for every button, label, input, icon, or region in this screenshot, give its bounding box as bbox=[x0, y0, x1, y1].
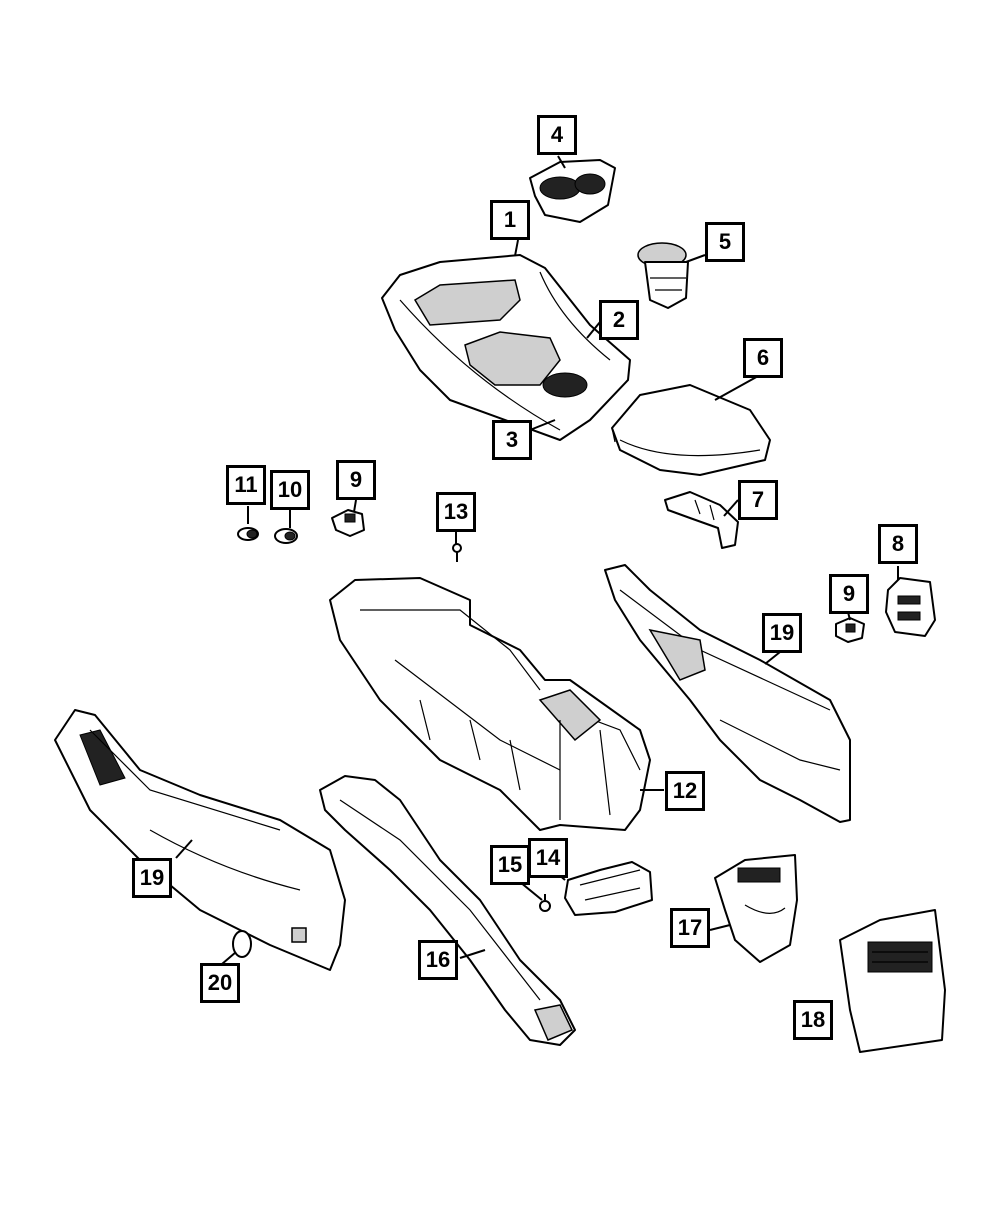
part-1-console-bezel bbox=[381, 254, 631, 441]
part-13-screw bbox=[452, 543, 462, 562]
callout-15: 15 bbox=[490, 845, 530, 885]
callout-18: 18 bbox=[793, 1000, 833, 1040]
part-5-cup-insert bbox=[637, 242, 689, 309]
part-12-console-base bbox=[329, 577, 651, 831]
callout-20: 20 bbox=[200, 963, 240, 1003]
callout-12: 12 bbox=[665, 771, 705, 811]
callout-19-right: 19 bbox=[762, 613, 802, 653]
part-9-usb-port bbox=[331, 509, 365, 537]
part-14-bracket bbox=[564, 861, 653, 916]
part-20-cap bbox=[232, 930, 252, 958]
part-9-usb-port-right bbox=[835, 617, 865, 643]
callout-8: 8 bbox=[878, 524, 918, 564]
part-6-armrest-lid bbox=[611, 384, 771, 476]
callout-3: 3 bbox=[492, 420, 532, 460]
callout-9: 9 bbox=[336, 460, 376, 500]
leader-lines bbox=[175, 155, 899, 965]
callout-17: 17 bbox=[670, 908, 710, 948]
part-7-hinge bbox=[664, 491, 739, 549]
callout-10: 10 bbox=[270, 470, 310, 510]
callout-9-right: 9 bbox=[829, 574, 869, 614]
part-11-plug bbox=[237, 527, 259, 541]
part-10-plug bbox=[274, 528, 298, 544]
callout-16: 16 bbox=[418, 940, 458, 980]
callout-7: 7 bbox=[738, 480, 778, 520]
callout-13: 13 bbox=[436, 492, 476, 532]
callout-2: 2 bbox=[599, 300, 639, 340]
callout-1: 1 bbox=[490, 200, 530, 240]
part-16-air-duct bbox=[319, 775, 576, 1046]
callout-19-left: 19 bbox=[132, 858, 172, 898]
callout-4: 4 bbox=[537, 115, 577, 155]
part-19-right-side-panel bbox=[604, 564, 851, 823]
callout-14: 14 bbox=[528, 838, 568, 878]
callout-5: 5 bbox=[705, 222, 745, 262]
part-15-clip bbox=[539, 894, 551, 912]
part-17-vent-housing bbox=[714, 854, 798, 963]
callout-6: 6 bbox=[743, 338, 783, 378]
part-18-rear-bezel bbox=[839, 909, 946, 1053]
part-4-cupholder-bezel bbox=[529, 159, 616, 223]
part-8-switch-module bbox=[885, 577, 936, 637]
part-19-left-side-panel bbox=[54, 709, 346, 971]
callout-11: 11 bbox=[226, 465, 266, 505]
